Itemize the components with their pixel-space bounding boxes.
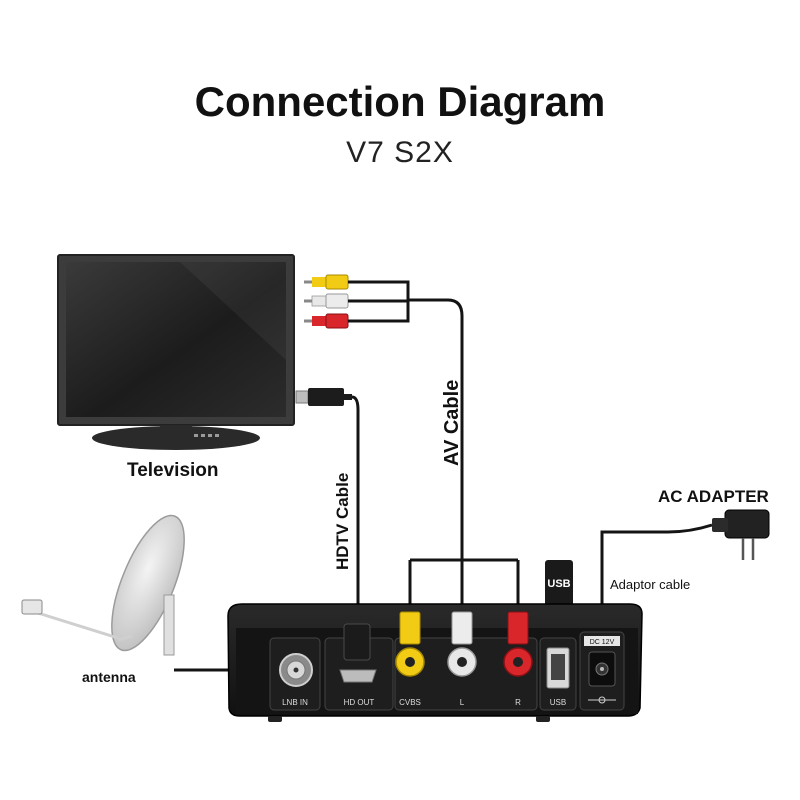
tv-buttons [194,434,219,437]
satellite-dish [21,514,185,656]
hdtv-cable-label: HDTV Cable [333,473,352,570]
rca-port-l: L [447,611,477,707]
television [57,254,295,450]
rca-port-r: R [503,611,533,707]
ac-adapter [712,509,770,560]
antenna-label: antenna [82,669,136,685]
av-cable-label: AV Cable [441,380,463,466]
hd-out-port: HD OUT [324,623,394,711]
rca-plug-yellow-tv [304,274,349,290]
hdmi-plug-box-end [343,623,371,661]
hdtv-cable [351,395,360,625]
dc-socket-label: DC 12V [590,639,615,646]
rca-plugs-tv-end [304,274,349,329]
tv-stand [92,426,260,450]
port-label-usb: USB [550,698,566,707]
adaptor-cable [600,523,713,628]
port-label-cvbs: CVBS [399,698,421,707]
dish-mast [163,594,175,656]
adaptor-cable-label: Adaptor cable [610,577,690,592]
av-cable [348,280,520,614]
dish-arm [37,611,119,640]
lnb-in-port: LNB IN [269,637,321,711]
television-label: Television [127,460,219,481]
dc-polarity-icon [588,696,616,704]
diagram-title: Connection Diagram [194,78,606,125]
av-ports: CVBS L R [394,611,538,711]
lnb-icon [21,599,43,615]
tv-screen [66,262,286,417]
port-label-lnb-in: LNB IN [282,698,308,707]
rca-plug-red-tv [304,313,349,329]
port-label-l: L [460,698,465,707]
diagram-subtitle: V7 S2X [346,136,454,169]
usb-stick-label: USB [547,578,570,590]
port-label-r: R [515,698,521,707]
rca-plug-white-tv [304,293,349,309]
dish-reflector [111,514,185,652]
dc-power-port: DC 12V [579,631,625,711]
port-label-hd-out: HD OUT [344,698,375,707]
ac-adapter-label: AC ADAPTER [658,487,769,506]
hdmi-plug-tv-end [295,388,352,406]
rca-port-cvbs: CVBS [395,611,425,707]
usb-port: USB [539,637,577,711]
